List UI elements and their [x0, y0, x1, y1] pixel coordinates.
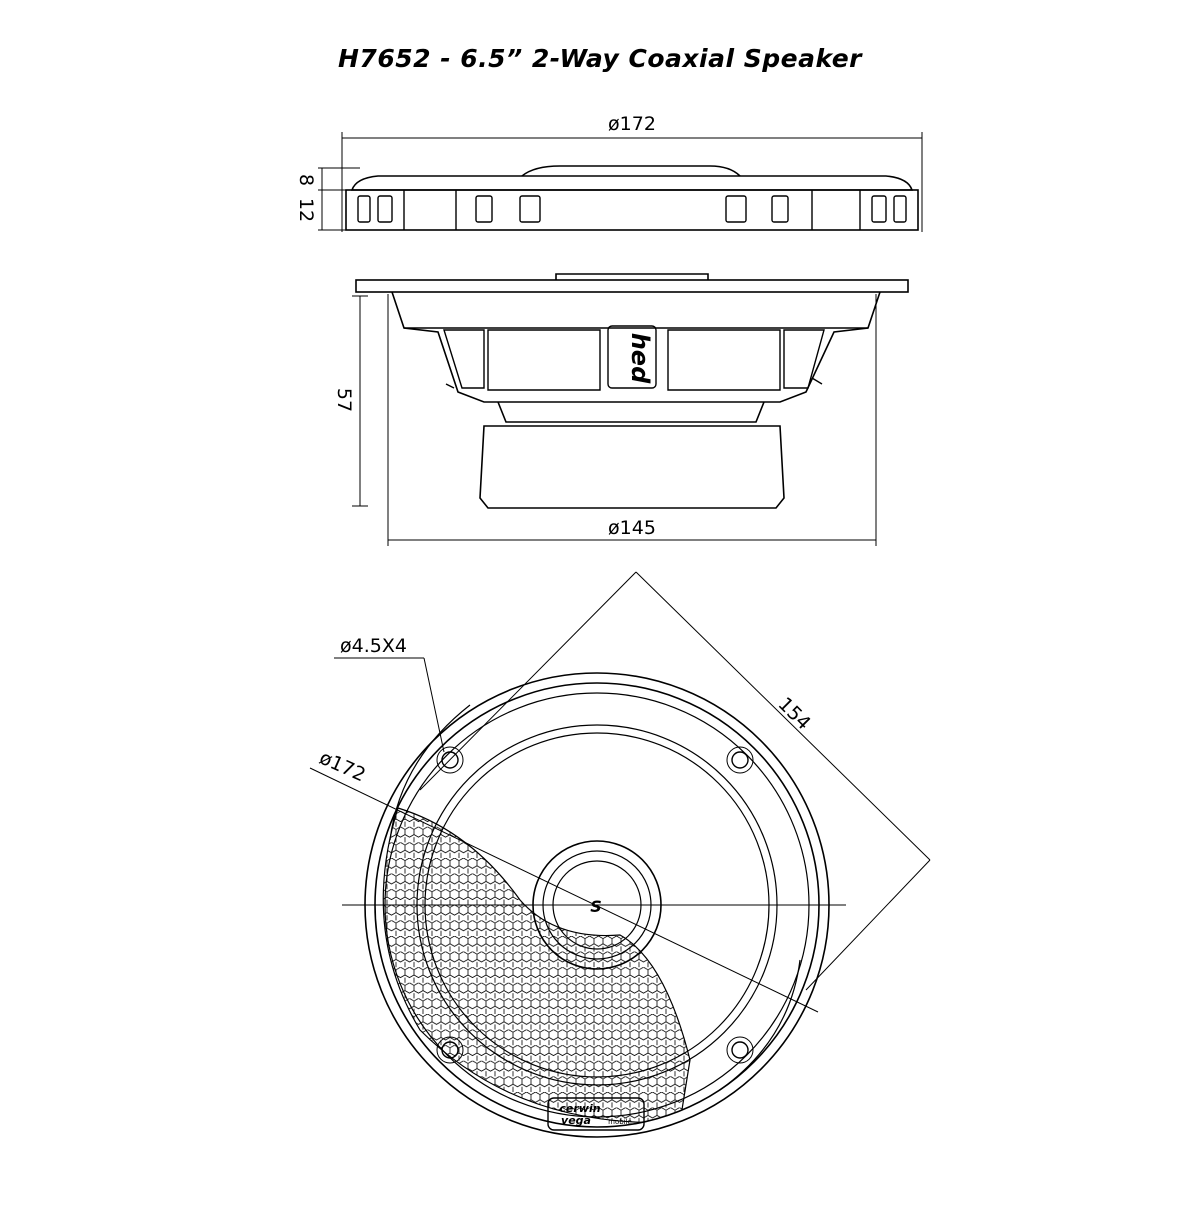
- tweeter-logo: S: [590, 897, 602, 916]
- dim-holes: ø4.5X4: [340, 635, 407, 657]
- dim-basket-diameter: ø145: [608, 517, 656, 539]
- grille-logo-line2: vega: [561, 1114, 591, 1127]
- dim-front-diameter: ø172: [316, 747, 369, 787]
- side-view: [352, 273, 909, 546]
- top-profile-view: [318, 132, 923, 232]
- grille-logo-line3: mobile: [608, 1118, 632, 1126]
- dim-depth: 57: [333, 388, 355, 412]
- drawing-title: H7652 - 6.5” 2-Way Coaxial Speaker: [338, 44, 862, 73]
- side-logo: hed: [626, 333, 654, 384]
- grille-mesh: [382, 807, 691, 1124]
- dim-top-diameter: ø172: [608, 113, 656, 135]
- front-view: [309, 571, 931, 1138]
- dim-height-lower: 12: [295, 198, 317, 222]
- mounting-holes: [436, 746, 754, 1064]
- dim-height-upper: 8: [295, 174, 317, 186]
- dim-hole-spacing: 154: [774, 693, 815, 734]
- grille-logo-line1: cerwin: [559, 1102, 600, 1115]
